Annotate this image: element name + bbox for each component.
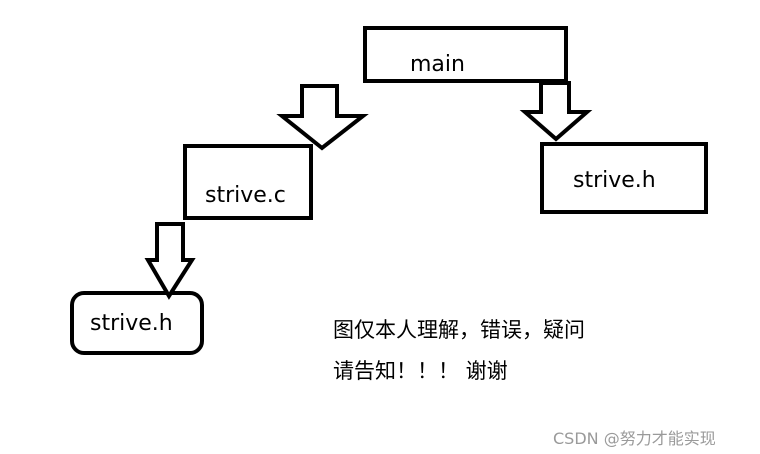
arrow-main-to-strive-h-right bbox=[519, 81, 593, 142]
strive-c-box bbox=[183, 144, 313, 220]
arrow-strive-c-to-strive-h-left bbox=[144, 222, 196, 300]
strive-h-left-box bbox=[70, 291, 204, 355]
strive-h-right-box bbox=[540, 142, 708, 214]
note-line-2: 请告知！！！ 谢谢 bbox=[333, 359, 508, 383]
note-line-1: 图仅本人理解，错误，疑问 bbox=[333, 318, 585, 342]
main-label: main bbox=[410, 52, 465, 77]
strive-h-left-label: strive.h bbox=[90, 311, 173, 336]
arrow-main-to-strive-c bbox=[276, 84, 369, 151]
strive-c-label: strive.c bbox=[205, 183, 286, 208]
csdn-watermark: CSDN @努力才能实现 bbox=[553, 429, 716, 448]
strive-h-right-label: strive.h bbox=[573, 168, 656, 193]
main-box bbox=[363, 26, 568, 83]
